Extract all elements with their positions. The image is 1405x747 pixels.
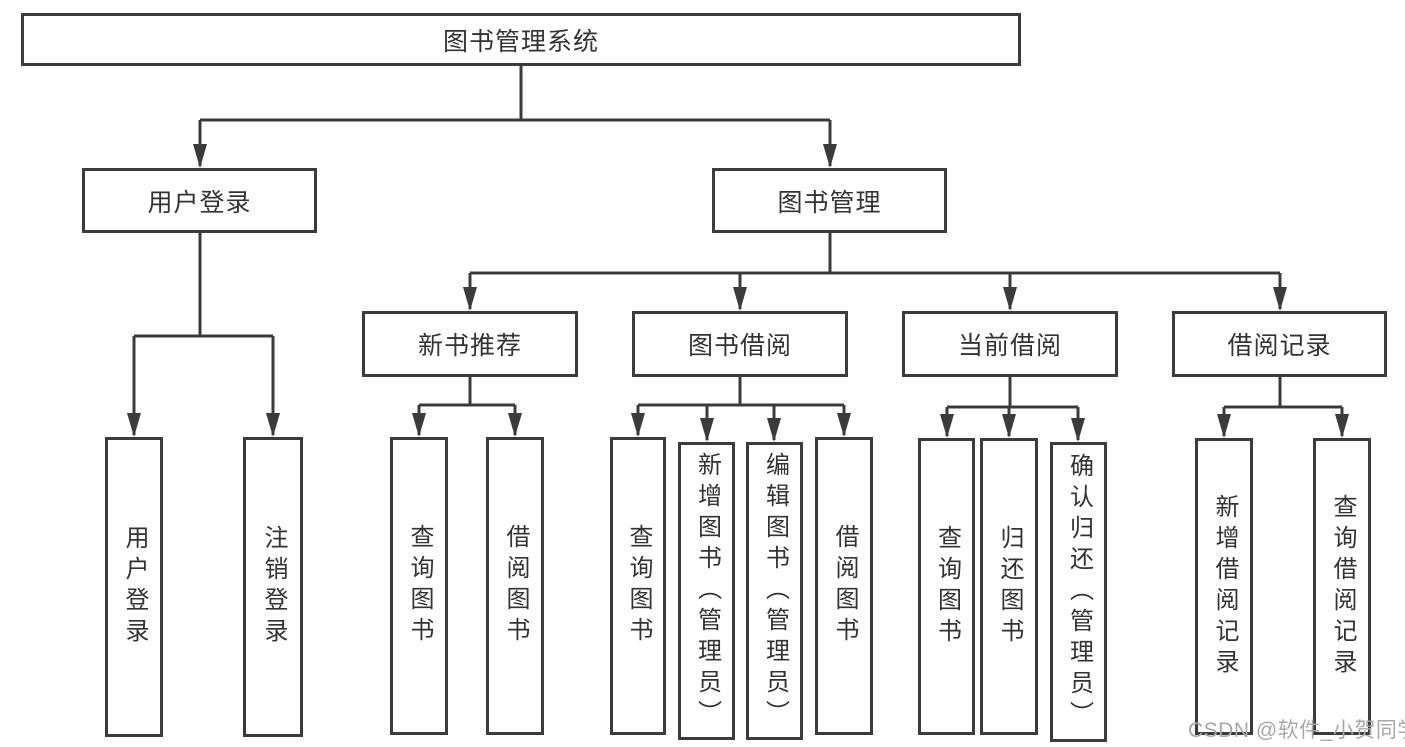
node-new-book-recommend: 新书推荐 xyxy=(362,311,578,377)
node-root-label: 图书管理系统 xyxy=(442,27,599,56)
leaf-borrow-books-recommend-label: 借阅图书 xyxy=(502,524,529,648)
leaf-borrow-books-recommend: 借阅图书 xyxy=(486,437,544,735)
leaf-edit-book-admin-label: 编辑图书（管理员） xyxy=(761,451,789,731)
node-borrowing-records: 借阅记录 xyxy=(1172,311,1387,377)
node-book-borrowing-label: 图书借阅 xyxy=(687,332,792,360)
leaf-query-books-current: 查询图书 xyxy=(918,438,975,735)
leaf-confirm-return-admin: 确认归还（管理员） xyxy=(1050,442,1107,742)
leaf-query-books-borrowing-label: 查询图书 xyxy=(625,524,652,648)
leaf-query-books-recommend: 查询图书 xyxy=(390,437,448,735)
node-user-login: 用户登录 xyxy=(82,168,317,233)
node-book-management-label: 图书管理 xyxy=(777,188,882,217)
csdn-watermark: CSDN @软件_小贺同学 xyxy=(1188,719,1405,742)
leaf-user-login-label: 用户登录 xyxy=(121,525,148,649)
leaf-confirm-return-admin-label: 确认归还（管理员） xyxy=(1065,452,1093,732)
leaf-query-books-recommend-label: 查询图书 xyxy=(406,524,433,648)
node-user-login-label: 用户登录 xyxy=(147,188,252,217)
arrowhead-icons xyxy=(127,144,1349,442)
leaf-borrow-books-borrowing: 借阅图书 xyxy=(815,437,873,735)
leaf-add-borrow-record-label: 新增借阅记录 xyxy=(1211,493,1238,680)
node-root: 图书管理系统 xyxy=(21,13,1021,66)
leaf-query-borrow-record-label: 查询借阅记录 xyxy=(1329,493,1356,680)
node-current-borrowing: 当前借阅 xyxy=(902,311,1118,377)
leaf-add-book-admin: 新增图书（管理员） xyxy=(678,442,735,740)
leaf-logout: 注销登录 xyxy=(243,437,303,737)
leaf-add-borrow-record: 新增借阅记录 xyxy=(1195,438,1253,735)
leaf-edit-book-admin: 编辑图书（管理员） xyxy=(746,442,803,740)
leaf-borrow-books-borrowing-label: 借阅图书 xyxy=(831,524,858,648)
node-book-borrowing: 图书借阅 xyxy=(632,311,848,377)
leaf-logout-label: 注销登录 xyxy=(260,525,287,649)
leaf-query-borrow-record: 查询借阅记录 xyxy=(1313,438,1371,735)
node-book-management: 图书管理 xyxy=(712,168,947,233)
leaf-user-login: 用户登录 xyxy=(105,437,163,737)
leaf-query-books-borrowing: 查询图书 xyxy=(610,437,666,735)
node-borrowing-records-label: 借阅记录 xyxy=(1227,332,1332,360)
leaf-add-book-admin-label: 新增图书（管理员） xyxy=(693,451,721,731)
leaf-return-book-label: 归还图书 xyxy=(996,524,1023,649)
leaf-return-book: 归还图书 xyxy=(980,438,1038,735)
node-new-book-recommend-label: 新书推荐 xyxy=(417,332,522,360)
node-current-borrowing-label: 当前借阅 xyxy=(957,332,1062,360)
leaf-query-books-current-label: 查询图书 xyxy=(933,524,961,649)
